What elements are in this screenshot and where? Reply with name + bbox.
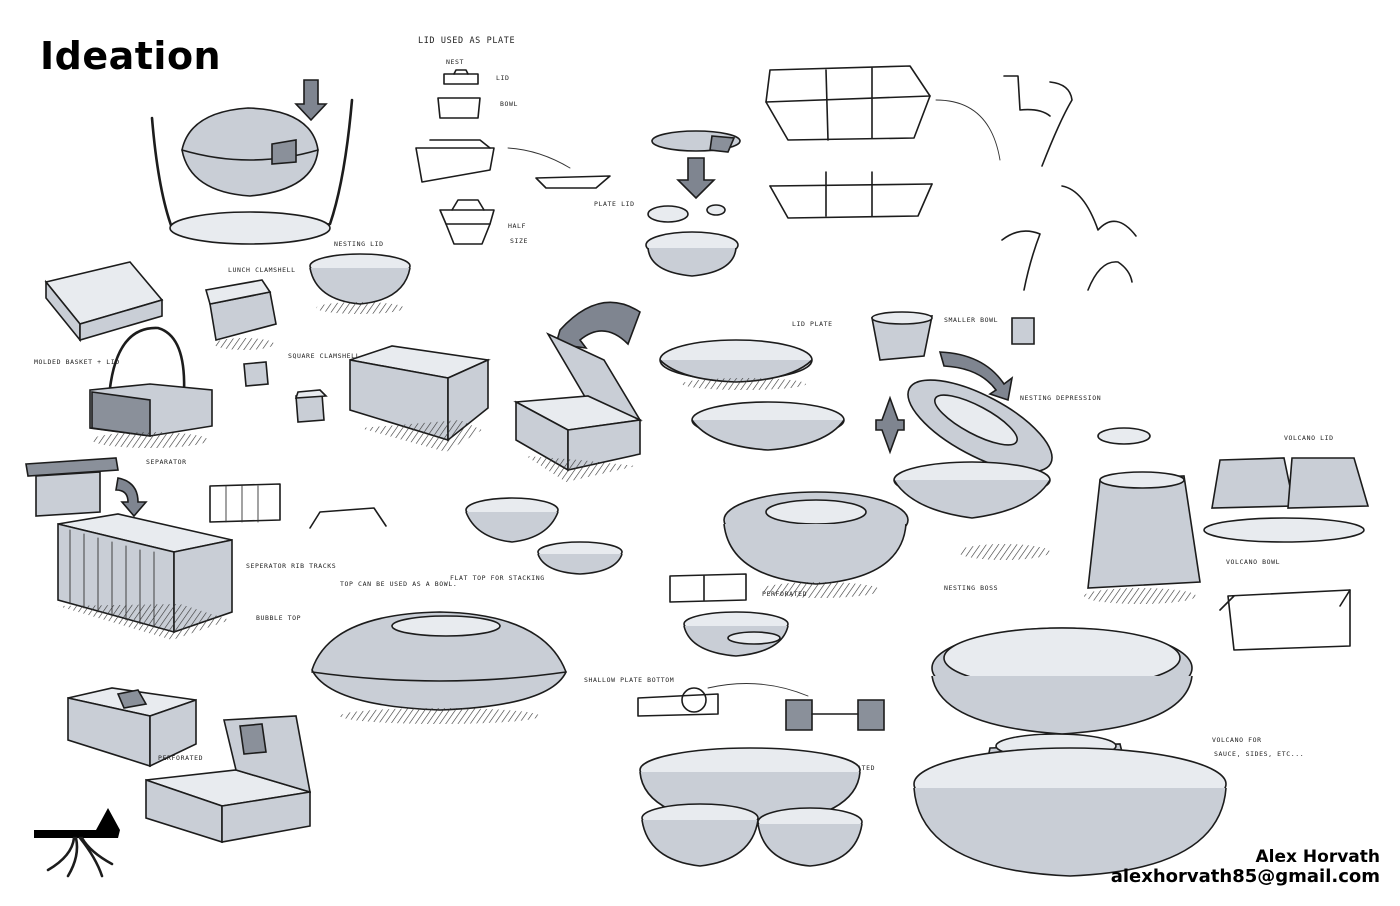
annotation-nesting-depression: NESTING DEPRESSION: [1020, 394, 1101, 402]
cradle-bowl-sketch: [150, 79, 354, 245]
large-nesting-bowl-sketch: [723, 491, 909, 598]
molded-basket-sketch: MOLDED BASKET + LID: [34, 261, 213, 448]
plate-bowl-arrow-sketch: [645, 130, 741, 277]
annotation-volcano-bowl: VOLCANO BOWL: [1226, 558, 1280, 566]
annotation-bowl: BOWL: [500, 100, 518, 108]
annotation-square-clamshell: SQUARE CLAMSHELL: [288, 352, 360, 360]
author-email[interactable]: alexhorvath85@gmail.com: [1110, 866, 1380, 887]
annotation-size: SIZE: [510, 237, 528, 245]
hinged-box-sketch: [513, 301, 643, 482]
separator-box-sketch: SEPARATOR SEPERATOR RIB TRACKS: [25, 457, 387, 640]
annotation-nesting-boss: NESTING BOSS: [944, 584, 998, 592]
annotation-half: HALF: [508, 222, 526, 230]
hinged-container-sketch: [765, 65, 1001, 219]
annotation-flat-top: FLAT TOP FOR STACKING: [450, 574, 545, 582]
annotation-smaller-bowl: SMALLER BOWL: [944, 316, 998, 324]
annotation-molded-basket: MOLDED BASKET + LID: [34, 358, 120, 366]
annotation-volcano-lid: VOLCANO LID: [1284, 434, 1334, 442]
volcano-lid-bowl-sketch: VOLCANO LID VOLCANO BOWL: [1084, 434, 1370, 651]
annotation-shallow-plate-bottom: SHALLOW PLATE BOTTOM: [584, 676, 674, 684]
open-box-sketch: [349, 345, 491, 452]
annotation-separator-rib-tracks: SEPERATOR RIB TRACKS: [246, 562, 336, 570]
annotation-nest: NEST: [446, 58, 464, 66]
annotation-lid: LID: [496, 74, 510, 82]
compartment-tray-sketches: PERFORATED: [67, 687, 312, 844]
page-title: Ideation: [40, 34, 222, 78]
lid-plate-stack-sketch: LID USED AS PLATE NEST LID BOWL PLATE LI…: [415, 36, 635, 245]
annotation-lunch-clamshell: LUNCH CLAMSHELL: [228, 266, 296, 274]
annotation-perforated-tray: PERFORATED: [158, 754, 203, 762]
bubble-top-bowl-sketch: TOP CAN BE USED AS A BOWL. FLAT TOP FOR …: [256, 574, 674, 724]
annotation-nesting-lid: NESTING LID: [334, 240, 384, 248]
small-stack-bowls-sketch: [465, 497, 623, 575]
author-name: Alex Horvath: [1255, 847, 1380, 867]
annotation-bubble-top: BUBBLE TOP: [256, 614, 301, 622]
annotation-lid-plate: LID PLATE: [792, 320, 833, 328]
annotation-top-can-be-used: TOP CAN BE USED AS A BOWL.: [340, 580, 457, 588]
small-containers-sketch: PERFORATED PERFORATED: [637, 573, 885, 772]
triple-bowl-set-sketch: [639, 747, 863, 867]
tree-roots-logo: [34, 808, 120, 878]
annotation-lid-used-as-plate: LID USED AS PLATE: [418, 36, 515, 46]
annotation-separator: SEPARATOR: [146, 458, 187, 466]
lid-plate-sketch: LID PLATE: [659, 320, 845, 451]
annotation-plate-lid: PLATE LID: [594, 200, 635, 208]
big-volcano-bowl-sketch: VOLCANO FOR SAUCE, SIDES, ETC...: [913, 627, 1304, 877]
annotation-perforated-small: PERFORATED: [762, 590, 807, 598]
annotation-volcano-for-2: SAUCE, SIDES, ETC...: [1214, 750, 1304, 758]
nesting-lid-bowl-sketch: NESTING LID: [309, 240, 411, 314]
clamshell-sketches: LUNCH CLAMSHELL SQUARE CLAMSHELL: [204, 266, 360, 423]
annotation-volcano-for: VOLCANO FOR: [1212, 736, 1262, 744]
smaller-bowl-nesting-sketch: SMALLER BOWL NESTING DEPRESSION NESTING …: [871, 311, 1151, 592]
hook-sketches: [1001, 75, 1137, 291]
